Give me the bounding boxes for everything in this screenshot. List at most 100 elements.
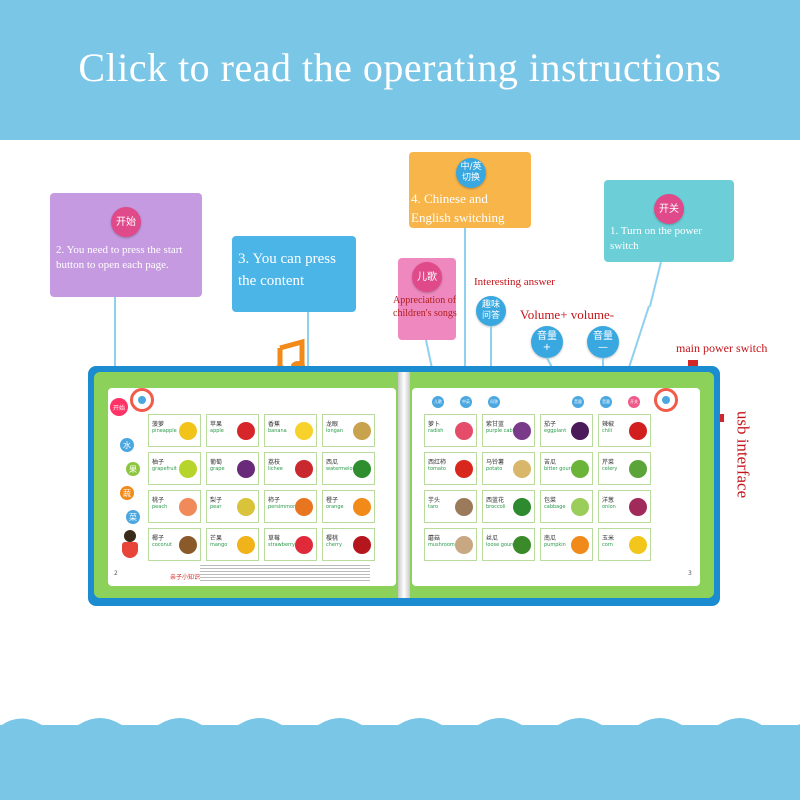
right-name-cn: 西红柿	[428, 459, 447, 466]
right-produce-picture	[571, 422, 589, 440]
right-name-cn: 蘑菇	[428, 535, 441, 542]
right-name-cn: 西蓝花	[486, 497, 505, 504]
left-produce-picture	[179, 536, 197, 554]
right-name-cn: 辣椒	[602, 421, 615, 428]
left-produce-picture	[237, 460, 255, 478]
right-name-en: chili	[602, 428, 613, 434]
right-name-cn: 玉米	[602, 535, 615, 542]
quiz-badge: 趣味 问答	[476, 296, 506, 326]
right-produce-picture	[571, 536, 589, 554]
right-name-en: taro	[428, 504, 439, 510]
book-function-button[interactable]: 音量	[600, 396, 612, 408]
content-callout: 3. You can press the content	[232, 236, 356, 312]
right-name-en: cabbage	[544, 504, 566, 510]
right-name-en: celery	[602, 466, 618, 472]
right-name-cn: 苦瓜	[544, 459, 557, 466]
right-produce-picture	[629, 422, 647, 440]
left-produce-picture	[353, 460, 371, 478]
content-callout-text: 3. You can press the content	[238, 251, 336, 289]
language-pointer-line	[464, 228, 466, 400]
left-produce-picture	[295, 498, 313, 516]
main-power-switch[interactable]	[688, 360, 698, 368]
right-name-en: loose gourd	[486, 542, 516, 548]
speaker-icon-left	[130, 388, 154, 412]
left-produce-picture	[353, 536, 371, 554]
left-name-cn: 橙子	[326, 497, 339, 504]
left-produce-picture	[237, 498, 255, 516]
left-produce-picture	[295, 460, 313, 478]
left-produce-picture	[179, 460, 197, 478]
side-category-char: 蔬	[120, 486, 134, 500]
volume-label: Volume+ volume-	[520, 307, 615, 322]
right-produce-picture	[455, 498, 473, 516]
left-name-cn: 西瓜	[326, 459, 339, 466]
right-produce-picture	[513, 460, 531, 478]
right-name-en: tomato	[428, 466, 446, 472]
left-name-en: orange	[326, 504, 344, 510]
left-name-cn: 柿子	[268, 497, 281, 504]
book-function-button[interactable]: 中英	[460, 396, 472, 408]
book-spine	[398, 372, 410, 598]
left-produce-picture	[237, 422, 255, 440]
right-produce-picture	[455, 460, 473, 478]
book-function-button[interactable]: 开关	[628, 396, 640, 408]
left-name-cn: 龙眼	[326, 421, 339, 428]
page-number-right: 3	[688, 570, 692, 577]
start-callout-text: 2. You need to press the start button to…	[56, 244, 183, 271]
side-category-char: 水	[120, 438, 134, 452]
usb-port[interactable]	[718, 414, 724, 422]
power-badge: 开关	[654, 194, 684, 224]
left-name-cn: 菠萝	[152, 421, 165, 428]
left-produce-picture	[353, 498, 371, 516]
left-name-cn: 葡萄	[210, 459, 223, 466]
page-number-left: 2	[114, 570, 118, 577]
book-function-button[interactable]: 音量	[572, 396, 584, 408]
right-produce-picture	[629, 498, 647, 516]
left-name-en: lichee	[268, 466, 283, 472]
sound-book	[88, 366, 720, 606]
left-name-en: coconut	[152, 542, 172, 548]
start-button[interactable]: 开始	[110, 398, 128, 416]
volume-up-badge: 音量 +	[531, 326, 563, 358]
right-name-cn: 马铃薯	[486, 459, 505, 466]
book-function-button[interactable]: 问答	[488, 396, 500, 408]
page-title[interactable]: Click to read the operating instructions	[78, 45, 722, 90]
left-name-cn: 梨子	[210, 497, 223, 504]
book-function-button[interactable]: 儿歌	[432, 396, 444, 408]
songs-badge: 儿歌	[412, 262, 442, 292]
language-badge: 中/英 切换	[456, 158, 486, 188]
left-name-cn: 桃子	[152, 497, 165, 504]
